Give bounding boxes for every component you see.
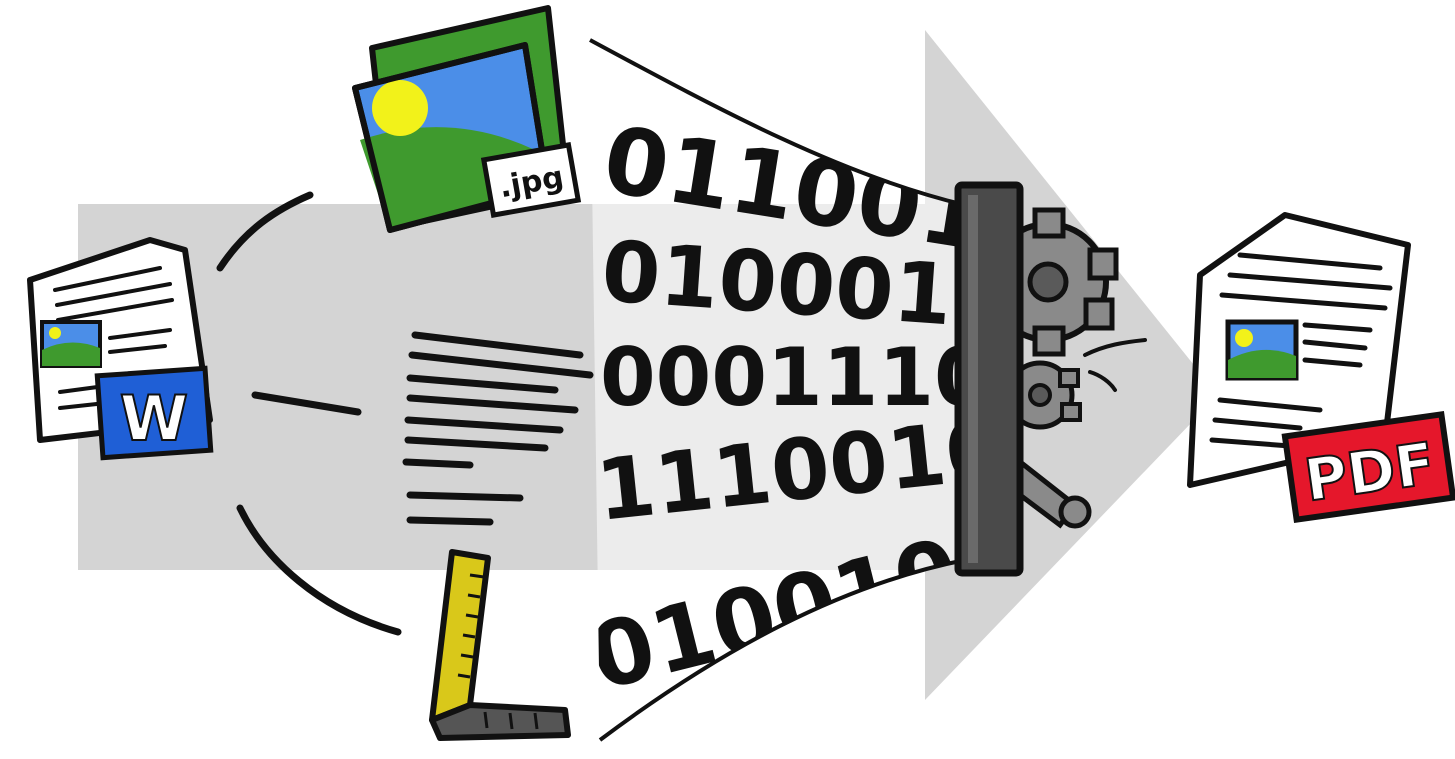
jpg-badge: .jpg [484,145,578,215]
word-document-icon: W [30,240,211,458]
ruler-icon [432,552,568,738]
word-badge-label: W [120,382,188,455]
pdf-badge: PDF [1285,414,1453,519]
jpg-image-icon: .jpg [355,8,578,230]
machine-plate [958,185,1020,573]
pdf-document-icon: PDF [1190,215,1453,520]
word-badge: W [97,368,210,457]
